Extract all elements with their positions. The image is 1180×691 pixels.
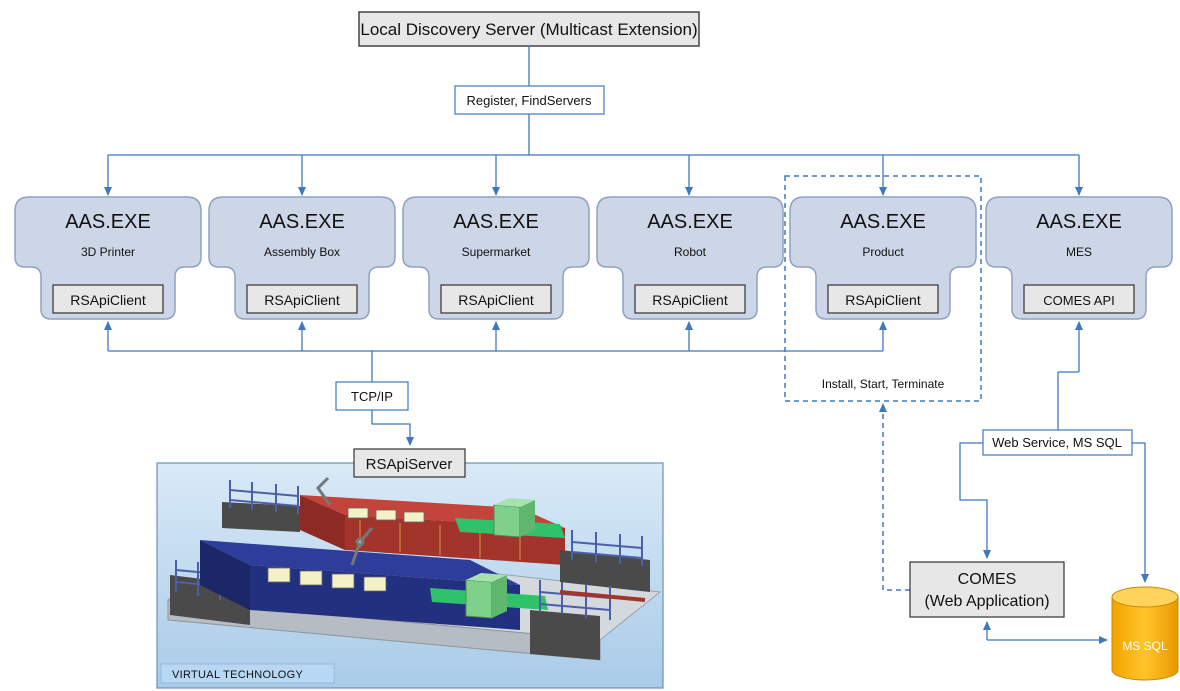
product-lifecycle-boundary bbox=[784, 175, 982, 402]
aas-node-client: RSApiClient bbox=[70, 292, 146, 308]
aas-node-robot: AAS.EXE Robot RSApiClient bbox=[596, 196, 784, 320]
ms-sql-label: MS SQL bbox=[1122, 639, 1168, 653]
aas-node-subtitle: Robot bbox=[674, 245, 707, 259]
aas-node-title: AAS.EXE bbox=[453, 211, 539, 233]
comes-to-product-dashed-arrow bbox=[879, 403, 910, 591]
tcp-to-server-arrow bbox=[371, 410, 414, 446]
comes-web-application: COMES (Web Application) bbox=[909, 561, 1065, 618]
aas-node-title: AAS.EXE bbox=[840, 211, 926, 233]
aas-node-mes: AAS.EXE MES COMES API bbox=[985, 196, 1173, 320]
lds-title: Local Discovery Server (Multicast Extens… bbox=[360, 20, 697, 39]
aas-node-client: COMES API bbox=[1043, 293, 1115, 308]
web-service-to-db-arrow bbox=[1132, 442, 1149, 583]
tcp-label-text: TCP/IP bbox=[351, 389, 393, 404]
aas-node-client: RSApiClient bbox=[264, 292, 340, 308]
aas-node-subtitle: Product bbox=[862, 245, 904, 259]
aas-node-title: AAS.EXE bbox=[1036, 211, 1122, 233]
local-discovery-server: Local Discovery Server (Multicast Extens… bbox=[358, 11, 700, 47]
aas-node-product: AAS.EXE Product RSApiClient bbox=[789, 196, 977, 320]
register-findservers-label: Register, FindServers bbox=[454, 85, 605, 115]
web-service-to-comes-arrow bbox=[959, 442, 991, 559]
aas-node-subtitle: Supermarket bbox=[462, 245, 531, 259]
comes-app-line1: COMES bbox=[958, 571, 1017, 588]
aas-node-title: AAS.EXE bbox=[259, 211, 345, 233]
aas-node-subtitle: 3D Printer bbox=[81, 245, 135, 259]
aas-node-client: RSApiClient bbox=[845, 292, 921, 308]
virtual-technology-label: VIRTUAL TECHNOLOGY bbox=[172, 669, 303, 681]
install-start-terminate-label: Install, Start, Terminate bbox=[822, 377, 945, 391]
aas-node-client: RSApiClient bbox=[652, 292, 728, 308]
tcp-ip-label: TCP/IP bbox=[335, 381, 409, 411]
aas-node-subtitle: MES bbox=[1066, 245, 1092, 259]
aas-node-supermarket: AAS.EXE Supermarket RSApiClient bbox=[402, 196, 590, 320]
aas-node-assembly-box: AAS.EXE Assembly Box RSApiClient bbox=[208, 196, 396, 320]
web-service-ms-sql-label: Web Service, MS SQL bbox=[982, 429, 1133, 456]
rsapi-server: RSApiServer bbox=[353, 448, 466, 478]
web-service-label-text: Web Service, MS SQL bbox=[992, 435, 1122, 450]
factory-illustration bbox=[166, 476, 662, 661]
aas-node-title: AAS.EXE bbox=[65, 211, 151, 233]
aas-node-subtitle: Assembly Box bbox=[264, 245, 340, 259]
comes-app-line2: (Web Application) bbox=[924, 593, 1049, 610]
register-label-text: Register, FindServers bbox=[467, 93, 592, 108]
rsapi-server-label: RSApiServer bbox=[366, 456, 453, 473]
virtual-technology-panel: VIRTUAL TECHNOLOGY bbox=[156, 462, 664, 689]
ms-sql-database: MS SQL bbox=[1111, 586, 1179, 681]
aas-node-client: RSApiClient bbox=[458, 292, 534, 308]
aas-node-3d-printer: AAS.EXE 3D Printer RSApiClient bbox=[14, 196, 202, 320]
aas-node-title: AAS.EXE bbox=[647, 211, 733, 233]
